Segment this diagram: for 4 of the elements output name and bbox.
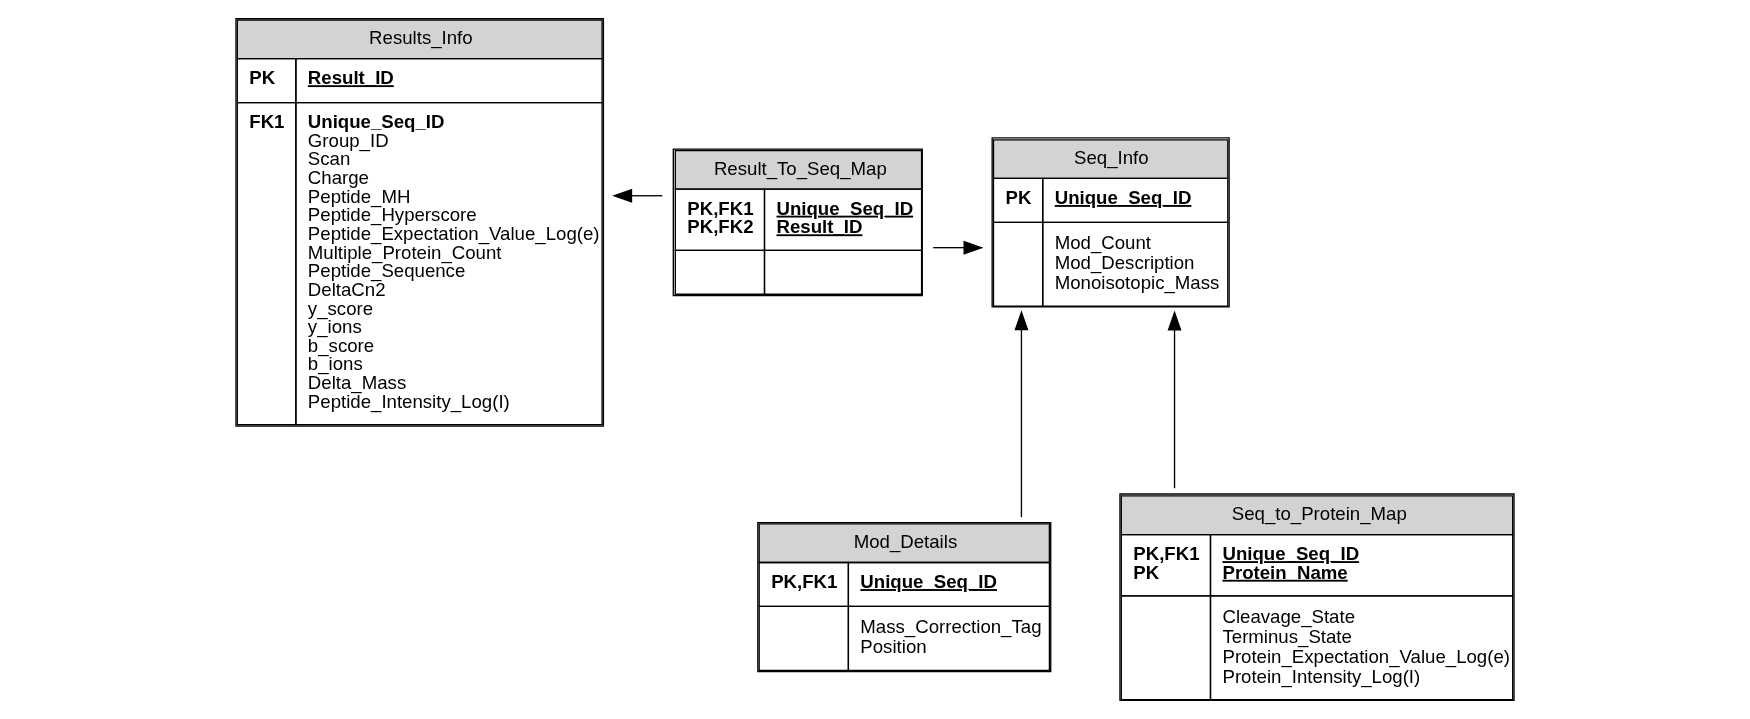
arrow	[932, 240, 984, 255]
arrow	[612, 188, 663, 203]
arrow	[1014, 310, 1029, 518]
arrow	[1167, 310, 1182, 489]
